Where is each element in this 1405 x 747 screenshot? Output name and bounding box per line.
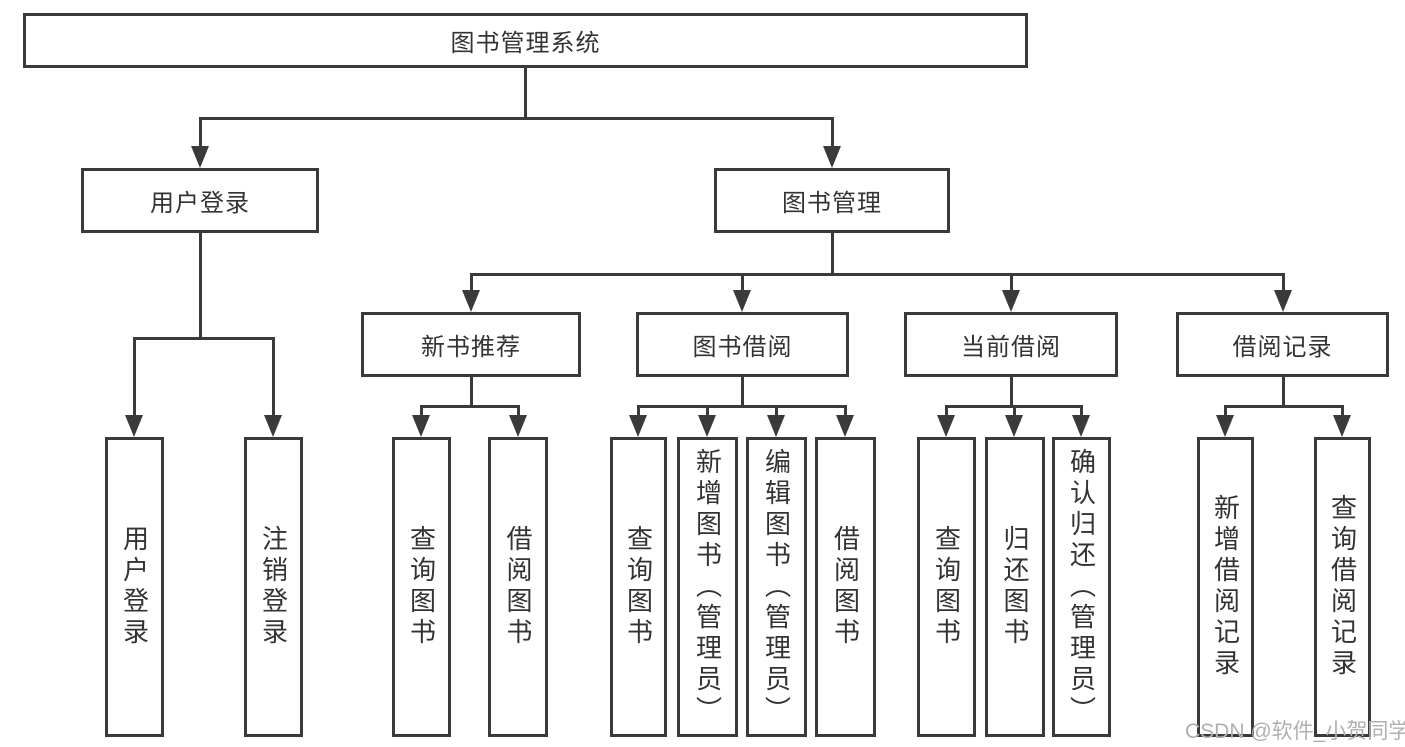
- node-borrow-records: 借阅记录: [1176, 312, 1389, 377]
- arrowhead-down-icon: [412, 415, 430, 437]
- arrowhead-down-icon: [125, 415, 143, 437]
- leaf-confirm-return-admin: 确认归还（管理员）: [1052, 437, 1111, 737]
- connector-hline: [199, 117, 833, 120]
- arrowhead-down-icon: [264, 415, 282, 437]
- leaf-edit-books-admin-label: 编辑图书（管理员）: [761, 447, 792, 727]
- connector-vline: [831, 233, 834, 276]
- connector-vline: [1010, 377, 1013, 408]
- leaf-query-borrow-record-label: 查询借阅记录: [1327, 494, 1358, 680]
- connector-vline: [517, 405, 520, 419]
- leaf-return-books-label: 归还图书: [1000, 525, 1030, 649]
- leaf-edit-books-admin: 编辑图书（管理员）: [746, 437, 807, 737]
- connector-vline: [470, 273, 473, 293]
- connector-vline: [1013, 405, 1016, 419]
- connector-vline: [420, 405, 423, 419]
- connector-vline: [1010, 273, 1013, 293]
- arrowhead-down-icon: [733, 290, 751, 312]
- node-new-book-recommend-label: 新书推荐: [421, 334, 521, 361]
- node-current-borrow-label: 当前借阅: [961, 334, 1061, 361]
- leaf-logout-label: 注销登录: [258, 525, 289, 649]
- node-borrow-records-label: 借阅记录: [1232, 334, 1333, 361]
- node-book-management-label: 图书管理: [782, 190, 882, 217]
- arrowhead-down-icon: [1072, 415, 1090, 437]
- leaf-borrow-books-recommend: 借阅图书: [488, 437, 548, 737]
- leaf-query-books-borrow: 查询图书: [610, 437, 667, 737]
- arrowhead-down-icon: [1002, 290, 1020, 312]
- connector-vline: [133, 337, 136, 421]
- node-root-label: 图书管理系统: [450, 30, 601, 57]
- arrowhead-down-icon: [698, 415, 716, 437]
- leaf-query-books-current: 查询图书: [917, 437, 976, 737]
- connector-vline: [637, 405, 640, 419]
- leaf-query-books-current-label: 查询图书: [931, 525, 962, 649]
- connector-vline: [1080, 405, 1083, 419]
- watermark: CSDN @软件_小贺同学: [1185, 720, 1405, 743]
- leaf-return-books: 归还图书: [985, 437, 1045, 737]
- leaf-borrow-books: 借阅图书: [815, 437, 876, 737]
- connector-hline: [133, 337, 275, 340]
- leaf-query-books-recommend: 查询图书: [392, 437, 451, 737]
- arrowhead-down-icon: [1005, 415, 1023, 437]
- connector-vline: [775, 405, 778, 419]
- leaf-logout: 注销登录: [244, 437, 303, 737]
- connector-vline: [199, 117, 202, 149]
- node-book-borrow-label: 图书借阅: [692, 334, 793, 361]
- leaf-borrow-books-recommend-label: 借阅图书: [503, 525, 533, 649]
- leaf-query-books-borrow-label: 查询图书: [623, 525, 654, 649]
- leaf-add-books-admin: 新增图书（管理员）: [677, 437, 738, 737]
- connector-hline: [470, 273, 1285, 276]
- leaf-user-login-label: 用户登录: [119, 525, 150, 649]
- connector-hline: [1224, 405, 1344, 408]
- connector-vline: [1341, 405, 1344, 419]
- leaf-query-borrow-record: 查询借阅记录: [1314, 437, 1371, 737]
- connector-vline: [741, 273, 744, 293]
- connector-vline: [945, 405, 948, 419]
- connector-vline: [524, 68, 527, 119]
- leaf-add-borrow-record-label: 新增借阅记录: [1210, 494, 1241, 680]
- connector-vline: [1224, 405, 1227, 419]
- leaf-confirm-return-admin-label: 确认归还（管理员）: [1066, 447, 1097, 727]
- connector-vline: [741, 377, 744, 408]
- arrowhead-down-icon: [937, 415, 955, 437]
- connector-vline: [199, 233, 202, 339]
- node-book-borrow: 图书借阅: [636, 312, 849, 377]
- node-root: 图书管理系统: [23, 13, 1028, 68]
- node-new-book-recommend: 新书推荐: [361, 312, 581, 377]
- connector-vline: [470, 377, 473, 408]
- connector-vline: [1282, 377, 1285, 408]
- connector-vline: [1282, 273, 1285, 293]
- connector-vline: [706, 405, 709, 419]
- node-book-management: 图书管理: [714, 168, 950, 233]
- arrowhead-down-icon: [1216, 415, 1234, 437]
- connector-hline: [420, 405, 520, 408]
- leaf-add-books-admin-label: 新增图书（管理员）: [692, 447, 723, 727]
- arrowhead-down-icon: [836, 415, 854, 437]
- arrowhead-down-icon: [823, 146, 841, 168]
- leaf-user-login: 用户登录: [105, 437, 164, 737]
- node-user-login: 用户登录: [81, 168, 319, 233]
- arrowhead-down-icon: [767, 415, 785, 437]
- arrowhead-down-icon: [462, 290, 480, 312]
- arrowhead-down-icon: [629, 415, 647, 437]
- leaf-borrow-books-label: 借阅图书: [830, 525, 861, 649]
- arrowhead-down-icon: [191, 146, 209, 168]
- connector-vline: [844, 405, 847, 419]
- connector-vline: [272, 337, 275, 421]
- leaf-add-borrow-record: 新增借阅记录: [1197, 437, 1254, 737]
- leaf-query-books-recommend-label: 查询图书: [406, 525, 437, 649]
- connector-vline: [831, 117, 834, 149]
- connector-hline: [637, 405, 847, 408]
- node-current-borrow: 当前借阅: [904, 312, 1118, 377]
- arrowhead-down-icon: [1274, 290, 1292, 312]
- arrowhead-down-icon: [1333, 415, 1351, 437]
- arrowhead-down-icon: [509, 415, 527, 437]
- node-user-login-label: 用户登录: [150, 190, 250, 217]
